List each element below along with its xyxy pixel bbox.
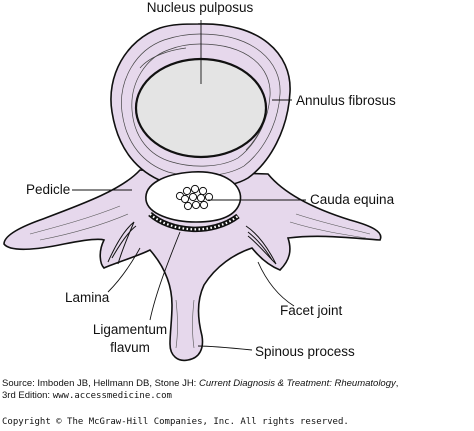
- label-spinous-process: Spinous process: [255, 344, 355, 359]
- label-pedicle: Pedicle: [26, 182, 70, 197]
- copyright-notice: Copyright © The McGraw-Hill Companies, I…: [2, 416, 349, 428]
- cauda-equina: [175, 184, 214, 211]
- label-cauda-equina: Cauda equina: [310, 192, 395, 207]
- label-facet-joint: Facet joint: [280, 303, 343, 318]
- source-prefix: Source: Imboden JB, Hellmann DB, Stone J…: [2, 378, 199, 389]
- leader-lines: [72, 20, 306, 351]
- source-title: Current Diagnosis & Treatment: Rheumatol…: [198, 378, 396, 389]
- vertebral-arch: [3, 169, 382, 362]
- source-url: www.accessmedicine.com: [52, 391, 172, 401]
- ligamentum-flavum-dots: [149, 213, 239, 231]
- annulus-lamellae: [121, 33, 281, 177]
- source-citation: Source: Imboden JB, Hellmann DB, Stone J…: [2, 378, 398, 402]
- facet-joints: [107, 221, 277, 265]
- label-annulus-fibrosus: Annulus fibrosus: [296, 93, 396, 108]
- label-ligamentum: Ligamentum: [93, 322, 167, 337]
- source-suffix: ,: [395, 378, 399, 389]
- copyright-text: Copyright © The McGraw-Hill Companies, I…: [2, 417, 349, 427]
- label-flavum: flavum: [110, 340, 150, 355]
- label-lamina: Lamina: [65, 290, 110, 305]
- arch-hatching: [29, 205, 371, 349]
- source-edition: 3rd Edition:: [2, 390, 53, 401]
- label-nucleus-pulposus: Nucleus pulposus: [147, 0, 254, 15]
- vertebra-diagram: Nucleus pulposus Annulus fibrosus Pedicl…: [3, 0, 396, 362]
